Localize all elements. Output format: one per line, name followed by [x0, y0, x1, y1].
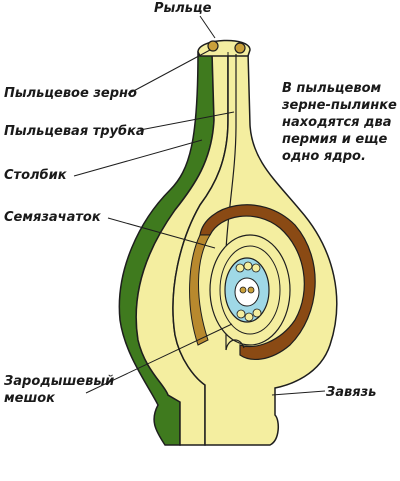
label-ovary: Завязь [326, 385, 377, 400]
antipodal-1 [235, 263, 245, 273]
note-line-2: зерне-пылинке [282, 98, 397, 113]
antipodal-3 [251, 263, 261, 273]
label-ovule: Семязачаток [4, 210, 101, 225]
pollen-grain-1 [207, 40, 219, 52]
antipodal-2 [243, 261, 253, 271]
note-line-3: находятся два [282, 115, 392, 130]
note-line-4: пермия и еще [282, 132, 388, 147]
egg-cell-2 [244, 312, 254, 322]
label-embryo-sac-line1: Зародышевый [4, 374, 115, 389]
label-pollen-grain: Пыльцевое зерно [4, 86, 137, 101]
label-embryo-sac-line2: мешок [4, 391, 56, 406]
leader-pollen-tube [139, 111, 235, 131]
central-cell [234, 277, 260, 307]
note-line-1: В пыльцевом [282, 81, 382, 96]
label-stigma: Рыльце [154, 1, 212, 16]
label-pollen-tube: Пыльцевая трубка [4, 124, 145, 139]
polar-nucleus-2 [247, 286, 255, 294]
note-line-5: одно ядро. [282, 149, 366, 164]
leader-stigma [199, 15, 216, 39]
leader-ovary [271, 390, 326, 396]
leader-embryo-sac [85, 323, 233, 394]
pollen-grain-2 [234, 42, 246, 54]
cut-center-line [172, 52, 229, 336]
egg-cell-1 [236, 309, 246, 319]
pollen-tube-line [225, 54, 237, 350]
polar-nucleus-1 [239, 286, 247, 294]
leader-ovule [107, 217, 216, 249]
ovule-integument [199, 204, 316, 360]
label-style: Столбик [4, 168, 67, 183]
micropyle [225, 339, 245, 351]
egg-cell-3 [252, 308, 262, 318]
pollen-note: В пыльцевом зерне-пылинке находятся два … [282, 80, 397, 165]
ovule-chalaza [189, 234, 211, 346]
leader-style [73, 139, 203, 177]
leader-pollen-grain [127, 49, 211, 95]
